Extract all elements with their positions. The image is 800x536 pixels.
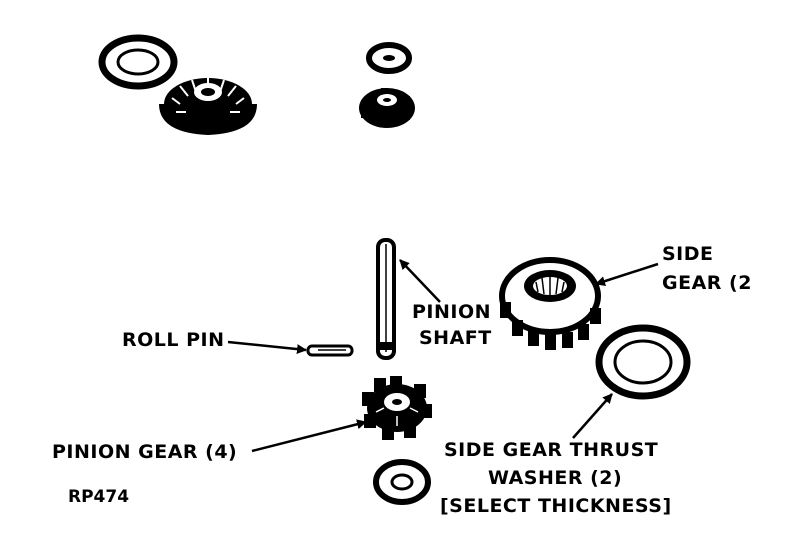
label-side-gear-1: SIDE xyxy=(662,243,714,265)
leader-pinion-gear xyxy=(251,419,367,453)
label-thrust-washer-2: WASHER (2) xyxy=(488,467,622,489)
label-pinion-shaft-2: SHAFT xyxy=(419,327,492,349)
label-side-gear-2: GEAR (2 xyxy=(662,272,752,294)
label-roll-pin: ROLL PIN xyxy=(122,329,225,351)
pinion-shaft xyxy=(376,238,396,360)
label-pinion-gear: PINION GEAR (4) xyxy=(52,441,237,463)
pinion-gear xyxy=(362,376,432,440)
top-side-gear xyxy=(159,78,257,136)
roll-pin xyxy=(306,344,354,357)
leader-roll-pin xyxy=(227,340,307,355)
label-pinion-shaft-1: PINION xyxy=(412,301,491,323)
label-thrust-washer-3: [SELECT THICKNESS] xyxy=(440,495,672,517)
leader-lines xyxy=(227,259,659,453)
top-pinion-washer xyxy=(366,42,412,74)
top-thrust-washer xyxy=(98,34,178,90)
leader-side-gear xyxy=(595,262,659,286)
pinion-thrust-washer xyxy=(373,459,431,505)
leader-pinion-shaft xyxy=(399,259,441,303)
side-gear-thrust-washer xyxy=(595,324,691,400)
top-pinion-gear xyxy=(359,88,415,128)
figure-id: RP474 xyxy=(68,487,129,507)
label-thrust-washer-1: SIDE GEAR THRUST xyxy=(444,439,658,461)
side-gear xyxy=(499,257,601,350)
leader-thrust-washer xyxy=(572,393,613,439)
